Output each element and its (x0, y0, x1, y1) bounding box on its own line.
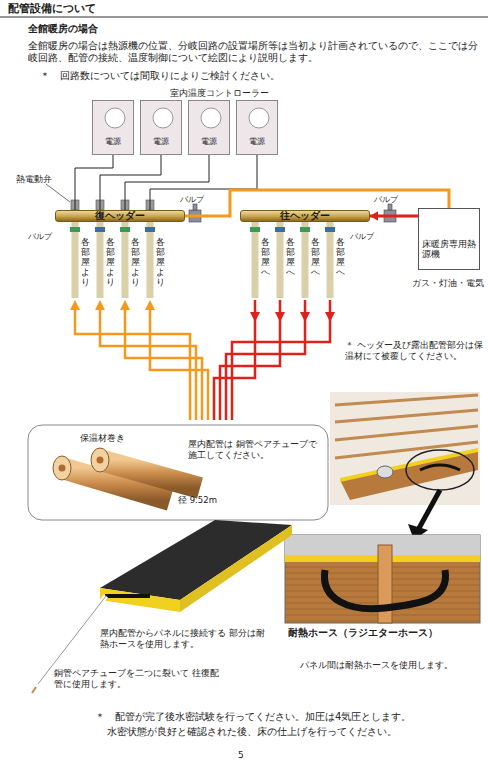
header-label: 往ヘッダー (241, 210, 369, 222)
floor-panel (32, 520, 292, 693)
part-label: バルブ (180, 195, 220, 205)
temperature-controller: 電源 (236, 100, 278, 155)
leader-line (46, 184, 70, 202)
note-text: 屋内配管からパネルに接続する 部分は耐熱ホースを使用します。 (100, 628, 270, 650)
controller-dial (141, 103, 181, 133)
header-label: 復ヘッダー (56, 210, 184, 222)
inset-text: 径 9.52m (178, 495, 268, 506)
temperature-controller: 電源 (188, 100, 230, 155)
pipe-header: 往ヘッダー (240, 210, 370, 222)
note-text: ＊ 回路数については間取りによりご検討ください。 (40, 70, 460, 82)
flow-label: 各部屋より (156, 238, 165, 287)
pipe-header: 復ヘッダー (55, 210, 185, 222)
part-label: バルブ (350, 232, 390, 242)
temperature-controller: 電源 (140, 100, 182, 155)
thermal-valves (71, 200, 154, 210)
supply-arrows (250, 312, 335, 322)
part-label: ガス・灯油・電気 (412, 278, 488, 289)
dial-circle (105, 108, 125, 128)
flow-label: 各部屋へ (261, 238, 270, 278)
note-text: ＊ ヘッダー及び露出配管部分は保温材にて被覆してください。 (345, 340, 483, 362)
part-label: 室内温度コントローラー (170, 88, 320, 99)
title-rule (0, 17, 488, 18)
note-text: ＊ 配管が完了後水密試験を行ってください。加圧は4気圧とします。 (95, 710, 485, 723)
power-label: 電源 (105, 137, 121, 147)
part-label: バルブ (374, 195, 414, 205)
branch-pipes (70, 222, 335, 298)
return-arrows (70, 300, 155, 310)
note-text: 水密状態が良好と確認された後、床の仕上げを行ってください。 (107, 725, 487, 738)
valve-symbols (189, 204, 396, 222)
inset-text: 保温材巻き (80, 433, 170, 445)
intro-text: 全館暖房の場合は熱源機の位置、分岐回路の設置場所等は当初より計画されているので、… (28, 40, 480, 65)
flow-label: 各部屋へ (286, 238, 295, 278)
dial-circle (249, 108, 269, 128)
note-text: パネル間は耐熱ホースを使用します。 (300, 660, 485, 671)
part-label: 熱電動弁 (16, 174, 66, 185)
power-label: 電源 (153, 137, 169, 147)
flow-label: 各部屋より (106, 238, 115, 287)
flow-label: 各部屋へ (311, 238, 320, 278)
dial-circle (201, 108, 221, 128)
joist-photo (330, 392, 480, 505)
part-label: バルブ (28, 232, 68, 242)
unit-label: 床暖房専用熱源機 (422, 239, 476, 259)
insulated-pipes (53, 448, 200, 500)
controller-dial (93, 103, 133, 133)
section-heading: 全館暖房の場合 (28, 22, 328, 35)
supply-lines (214, 300, 330, 420)
controller-dial (237, 103, 277, 133)
controller-dial (189, 103, 229, 133)
detail-inset: 保温材巻き屋内配管は 銅管ペアチューブで施工してください。径 9.52m (28, 425, 328, 520)
return-lines (75, 306, 208, 420)
inset-frame (28, 425, 328, 520)
control-wire (75, 155, 113, 210)
part-label: 耐熱ホース（ラジエターホース） (288, 627, 478, 639)
dial-circle (153, 108, 173, 128)
temperature-controller: 電源 (92, 100, 134, 155)
flow-label: 各部屋より (81, 238, 90, 287)
inset-text: 屋内配管は 銅管ペアチューブで施工してください。 (188, 439, 318, 461)
power-label: 電源 (201, 137, 217, 147)
hose-inset (285, 535, 480, 623)
page-number: 5 (238, 750, 258, 762)
control-wire (150, 155, 257, 210)
arrow-head (370, 211, 378, 221)
power-label: 電源 (249, 137, 265, 147)
page-title: 配管設備について (8, 2, 308, 16)
flow-label: 各部屋へ (336, 238, 345, 278)
note-text: 銅管ペアチューブを二つに裂いて 往復配管に使用します。 (54, 668, 224, 690)
flow-label: 各部屋より (131, 238, 140, 287)
heat-source-unit: 床暖房専用熱源機 (418, 208, 480, 270)
